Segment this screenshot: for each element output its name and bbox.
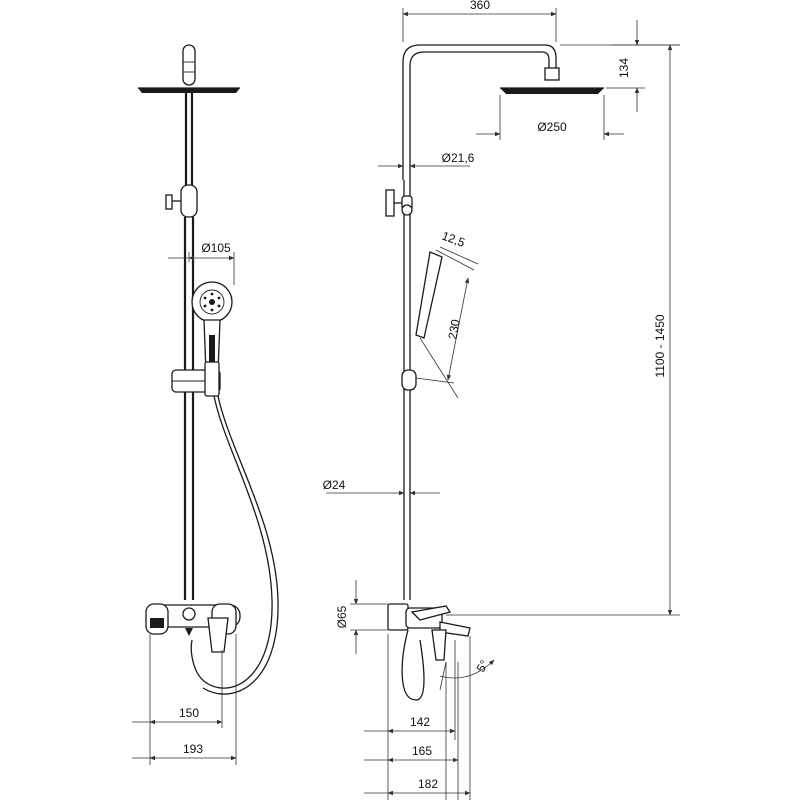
dim-side-depth-2: 165	[412, 744, 432, 758]
front-mixer	[145, 603, 241, 653]
dim-hand-shower-length: 230	[445, 318, 462, 340]
front-dimensions	[132, 252, 237, 765]
front-hose	[190, 395, 273, 689]
dim-front-inlet-spacing: 150	[179, 706, 199, 720]
front-view: 150 193 Ø105	[132, 44, 279, 765]
dim-head-diameter: Ø250	[537, 120, 567, 134]
front-diverter	[165, 184, 198, 218]
dim-height-range: 1100 - 1450	[653, 314, 667, 377]
dim-side-depth-1: 142	[410, 715, 430, 729]
dim-spout-angle: 5°	[474, 657, 492, 674]
dim-head-arm-reach: 360	[470, 0, 490, 12]
front-slider	[171, 361, 221, 397]
dim-head-drop: 134	[617, 58, 631, 78]
dim-upper-pipe-diameter: Ø21,6	[442, 151, 475, 165]
dim-mixer-body-diameter: Ø65	[335, 605, 349, 628]
side-mixer	[387, 603, 471, 661]
side-rain-head	[500, 67, 604, 94]
side-view: 360 134 Ø250 Ø21,6 12,5 230 Ø24 1100 - 1…	[323, 0, 680, 800]
side-dimensions	[326, 8, 680, 800]
side-hand-shower	[401, 251, 443, 391]
front-lower-riser	[183, 217, 195, 600]
front-rain-head	[138, 87, 240, 93]
side-hose	[401, 629, 425, 701]
front-top-cap	[182, 44, 196, 86]
dim-lower-pipe-diameter: Ø24	[323, 478, 346, 492]
dim-side-depth-3: 182	[418, 777, 438, 791]
front-upper-riser	[184, 93, 194, 185]
dim-hand-shower-diameter: Ø105	[201, 241, 231, 255]
front-hand-shower	[191, 281, 233, 373]
dim-front-overall-width: 193	[183, 742, 203, 756]
dim-hand-shower-thickness: 12,5	[440, 229, 467, 250]
side-diverter	[385, 189, 413, 217]
